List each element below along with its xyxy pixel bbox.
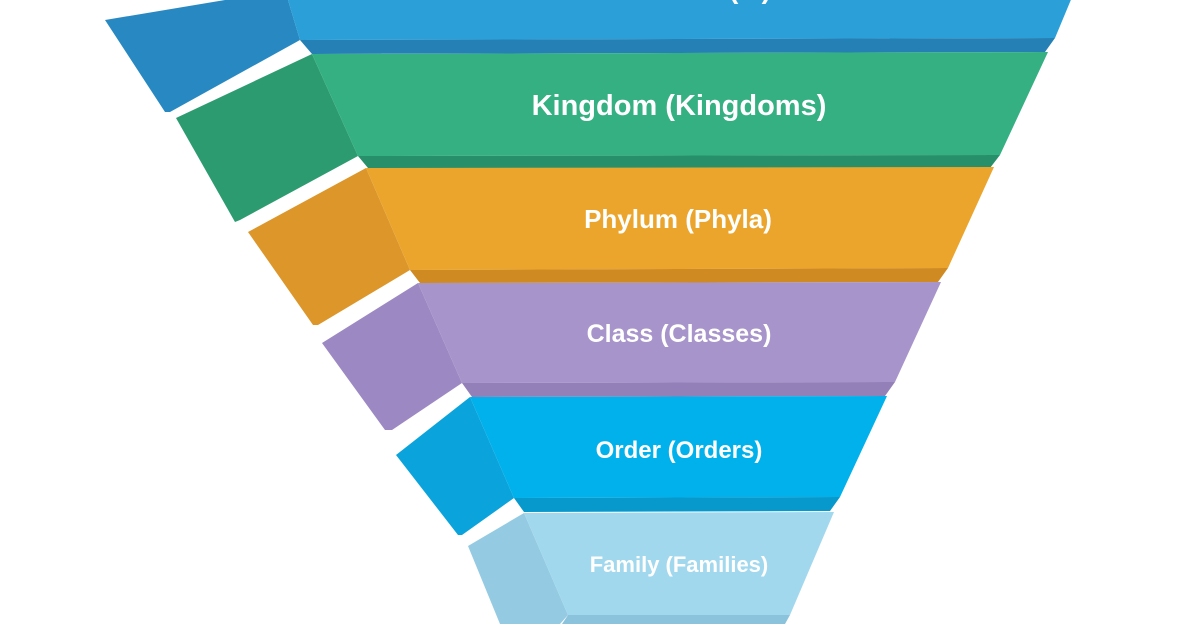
tier-side-face bbox=[322, 283, 462, 430]
tier-side-face bbox=[396, 397, 514, 535]
tier-label-kingdom: Kingdom (Kingdoms) bbox=[532, 90, 827, 122]
tier-front-face bbox=[418, 282, 941, 383]
tier-front-face bbox=[524, 512, 834, 615]
tier-side-face bbox=[176, 54, 358, 222]
tier-bottom-lip bbox=[462, 382, 895, 397]
tier-front-face bbox=[470, 396, 887, 498]
funnel-tier-family: Family (Families) bbox=[468, 512, 834, 624]
tier-bottom-lip bbox=[358, 155, 1000, 168]
funnel-tier-kingdom: Kingdom (Kingdoms) bbox=[176, 52, 1048, 222]
tier-bottom-lip bbox=[514, 497, 840, 512]
tier-label-class: Class (Classes) bbox=[587, 320, 772, 348]
tier-label-order: Order (Orders) bbox=[596, 437, 763, 464]
tier-front-face bbox=[312, 52, 1048, 156]
tier-label-partial: (...) bbox=[729, 0, 771, 4]
tier-label-phylum: Phylum (Phyla) bbox=[584, 204, 772, 234]
tier-bottom-lip bbox=[300, 38, 1055, 54]
funnel-tier-phylum: Phylum (Phyla) bbox=[248, 167, 994, 325]
tier-bottom-lip bbox=[562, 615, 790, 624]
tier-side-face bbox=[248, 168, 410, 325]
tier-front-face bbox=[288, 0, 1071, 40]
tier-side-face bbox=[468, 513, 568, 624]
tier-bottom-lip bbox=[410, 268, 948, 283]
funnel-tier-class: Class (Classes) bbox=[322, 282, 941, 430]
tier-front-face bbox=[366, 167, 994, 270]
funnel-tier-top: (...) bbox=[105, 0, 1071, 112]
funnel-tier-order: Order (Orders) bbox=[396, 396, 887, 535]
tier-side-face bbox=[105, 0, 300, 112]
tier-label-family: Family (Families) bbox=[590, 552, 769, 577]
